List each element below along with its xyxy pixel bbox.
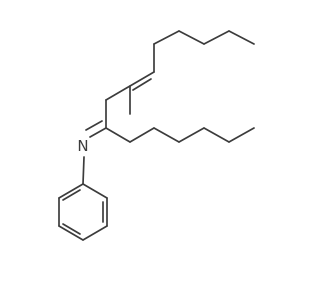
bond-chain-low-1 [105, 127, 131, 143]
upper-alkyl-chain [153, 30, 255, 73]
bond-chain-top-1 [228, 30, 255, 45]
ring-bond-4 [58, 225, 84, 241]
nitrogen-atom: N [74, 137, 92, 155]
bond-chain-top-2 [203, 30, 230, 45]
ring-inner-bond-3 [62, 189, 81, 201]
bond-chain-low-5 [203, 127, 230, 143]
bond-alkene-main [129, 71, 155, 87]
ring-bond-1 [82, 183, 108, 199]
bond-chain-top-4 [153, 30, 180, 45]
bond-imine-main [89, 127, 107, 138]
phenyl-ring [58, 183, 108, 241]
alkene-double-bond [129, 71, 155, 91]
ring-inner-bond-2 [62, 223, 81, 235]
bond-imine-second [85, 120, 103, 131]
bond-chain-low-6 [228, 127, 255, 143]
lower-alkyl-chain [105, 127, 255, 143]
imine-double-bond [85, 120, 107, 138]
ring-bond-6 [58, 183, 84, 199]
bond-alkene-to-ch2 [105, 85, 131, 101]
molecule-structure-diagram: N [58, 30, 255, 241]
ring-bond-3 [82, 225, 108, 241]
nitrogen-label: N [77, 137, 88, 155]
linker-chain [105, 85, 131, 129]
bond-alkene-second [132, 78, 152, 91]
bond-chain-top-3 [178, 30, 205, 45]
bond-chain-low-2 [129, 127, 155, 143]
bond-chain-low-4 [178, 127, 205, 143]
bond-chain-low-3 [153, 127, 180, 143]
bond-n-to-phenyl [82, 156, 85, 185]
nitrogen-label-mask [74, 137, 92, 155]
